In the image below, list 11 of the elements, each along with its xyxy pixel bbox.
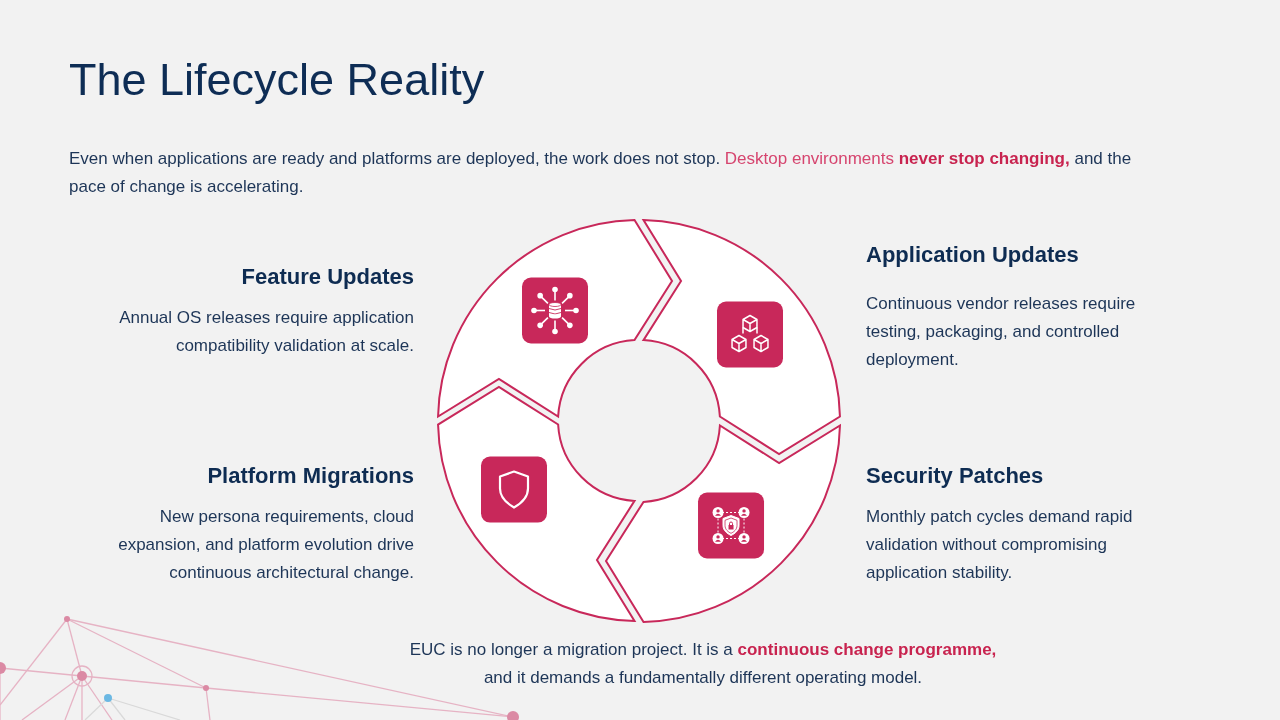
page-title: The Lifecycle Reality [69, 53, 485, 107]
segment-description: Continuous vendor releases require testing, packaging, and controlled deployment. [866, 293, 1137, 371]
segment-heading: Security Patches [866, 462, 1044, 490]
intro-paragraph: Even when applications are ready and platforms are deployed, the work does not stop. Desktop environments never stop changing, and the pace of change is accelerating. [69, 148, 1133, 198]
segment-heading: Platform Migrations [207, 462, 414, 490]
closing-statement: EUC is no longer a migration project. It is a continuous change programme, and it demands a fundamentally different operating model. [408, 639, 998, 689]
segment-description: New persona requirements, cloud expansion, and platform evolution drive continuous architectural change. [117, 506, 414, 584]
segment-description: Annual OS releases require application compatibility validation at scale. [118, 307, 414, 357]
segment-heading: Application Updates [866, 241, 1079, 269]
segment-description: Monthly patch cycles demand rapid validation without compromising application stability. [866, 506, 1134, 584]
segment-heading: Feature Updates [241, 263, 414, 291]
